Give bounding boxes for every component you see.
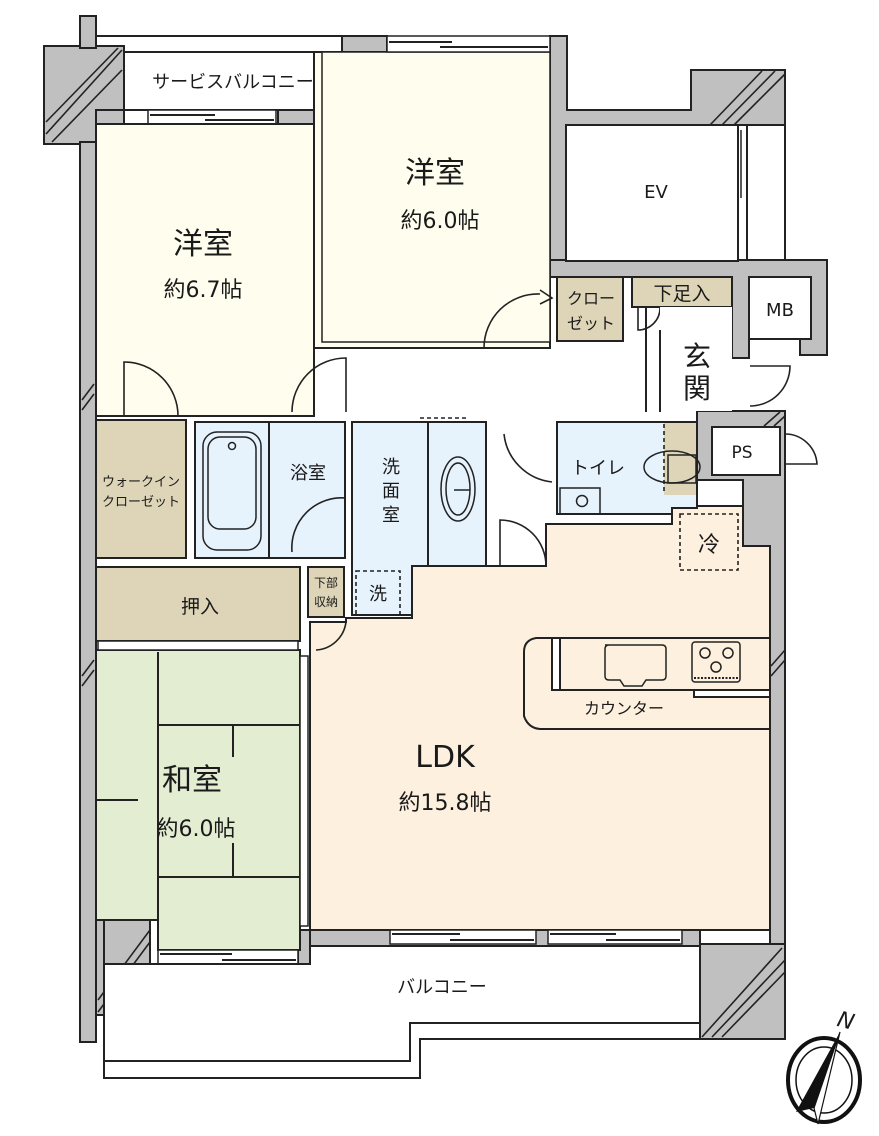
ldk: 冷 カウンター LDK 約15.8帖 bbox=[309, 505, 771, 945]
under-storage-label-2: 収納 bbox=[314, 595, 338, 609]
meter-box-label: MB bbox=[766, 300, 794, 321]
bathroom-label: 浴室 bbox=[290, 463, 326, 484]
toilet: トイレ PS bbox=[503, 421, 818, 515]
room-size: 約15.8帖 bbox=[399, 791, 492, 816]
room-name: 洋室 bbox=[173, 227, 233, 262]
balcony-label: バルコニー bbox=[397, 977, 487, 998]
wic-label-2: クローゼット bbox=[102, 495, 180, 510]
bathtub-icon bbox=[202, 431, 262, 551]
washroom: 洗 面 室 洗 bbox=[351, 417, 547, 616]
room-size: 約6.7帖 bbox=[164, 278, 243, 303]
washroom-label-1: 洗 bbox=[382, 457, 400, 478]
closet-label-1: クロー bbox=[567, 289, 615, 308]
hallway bbox=[350, 350, 644, 414]
bathroom: 浴室 bbox=[194, 421, 347, 559]
sink-icon bbox=[440, 456, 476, 522]
washroom-label-3: 室 bbox=[382, 505, 400, 526]
closet-label-2: ゼット bbox=[567, 314, 615, 333]
door-toilet[interactable] bbox=[503, 433, 553, 483]
stove-icon bbox=[691, 641, 741, 683]
door-ps[interactable] bbox=[784, 433, 818, 465]
door-entrance[interactable] bbox=[749, 365, 791, 407]
oshiire-label: 押入 bbox=[181, 596, 219, 618]
door-washroom[interactable] bbox=[499, 519, 547, 567]
room-size: 約6.0帖 bbox=[401, 209, 480, 234]
room-western-2: 洋室 約6.0帖 bbox=[291, 35, 554, 413]
entrance-label-1: 玄 bbox=[683, 340, 711, 373]
shoe-storage-label: 下足入 bbox=[653, 283, 710, 305]
storage: 押入 下部 収納 bbox=[95, 566, 345, 642]
fridge-space bbox=[679, 513, 739, 571]
washer-label: 洗 bbox=[369, 584, 387, 605]
walk-in-closet: ウォークイン クローゼット bbox=[95, 419, 187, 559]
door-hall[interactable] bbox=[291, 357, 347, 413]
service-balcony: サービスバルコニー bbox=[123, 51, 343, 125]
kitchen-counter bbox=[523, 637, 770, 730]
toilet-label: トイレ bbox=[571, 458, 625, 479]
under-storage-label-1: 下部 bbox=[314, 575, 338, 590]
entrance-label-2: 関 bbox=[683, 372, 711, 405]
door-western-2[interactable] bbox=[483, 293, 541, 349]
washer-space bbox=[355, 570, 401, 616]
north-label: N bbox=[834, 1007, 856, 1035]
door-bathroom[interactable] bbox=[291, 497, 347, 553]
door-western-1[interactable] bbox=[123, 361, 179, 417]
pipe-space-label: PS bbox=[731, 443, 752, 463]
room-western-1: 洋室 約6.7帖 bbox=[95, 123, 315, 417]
room-japanese: 和室 約6.0帖 bbox=[95, 640, 309, 965]
kitchen-sink-icon bbox=[604, 644, 667, 687]
balcony: バルコニー bbox=[103, 945, 701, 1079]
room-name: 洋室 bbox=[405, 156, 465, 191]
room-name: 和室 bbox=[162, 763, 222, 798]
core-area: EV クロー ゼット 下足入 玄 関 MB bbox=[556, 124, 812, 412]
wic-label-1: ウォークイン bbox=[102, 475, 180, 490]
room-size: 約6.0帖 bbox=[157, 817, 236, 842]
compass-icon: N bbox=[786, 1007, 862, 1125]
counter-label: カウンター bbox=[584, 699, 664, 718]
service-balcony-label: サービスバルコニー bbox=[152, 72, 314, 93]
fridge-label: 冷 bbox=[698, 533, 720, 558]
washroom-label-2: 面 bbox=[382, 481, 400, 502]
elevator-label: EV bbox=[644, 182, 668, 203]
room-name: LDK bbox=[415, 740, 476, 775]
